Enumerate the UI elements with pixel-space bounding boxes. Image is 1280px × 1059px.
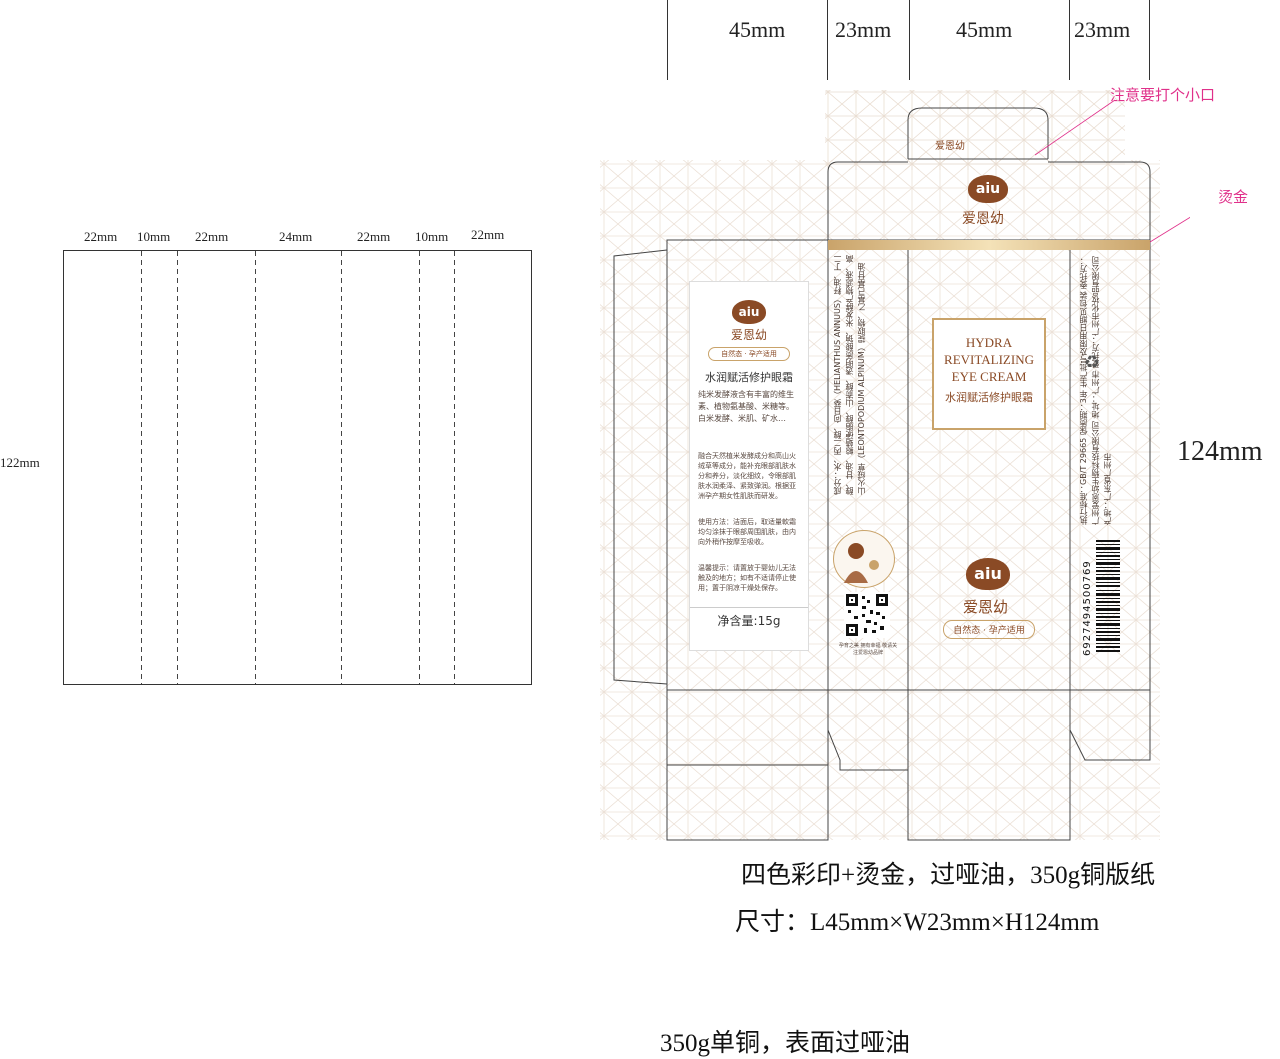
top-dim-2: 23mm xyxy=(835,17,892,42)
top-dim-1: 45mm xyxy=(729,17,786,42)
left-dieline-outline xyxy=(63,250,532,685)
left-dim-3: 22mm xyxy=(195,229,229,244)
top-dim-3: 45mm xyxy=(956,17,1013,42)
side-slogan: 自然态 · 孕产适用 xyxy=(708,347,790,361)
front-title-cn: 水润赋活修护眼霜 xyxy=(945,391,1033,404)
front-logo: aiu xyxy=(966,558,1010,590)
note-hot-stamp: 烫金 xyxy=(1218,188,1249,206)
side-logo: aiu xyxy=(732,300,766,324)
qr-caption: 孕育之美 拥有幸福 敬请关注爱恩幼品牌 xyxy=(838,643,898,656)
left-dim-6: 10mm xyxy=(415,229,449,244)
left-dim-7: 22mm xyxy=(471,227,505,242)
side-info-card: aiu 爱恩幼 自然态 · 孕产适用 水润赋活修护眼霜 纯米发酵液含有丰富的维生… xyxy=(689,281,809,651)
recycle-icon: ♻ xyxy=(1084,352,1101,373)
lid-logo: aiu xyxy=(968,175,1008,203)
ingredients-text: 成分：水、丙二醇、向日葵（HELIANTHUS ANNUUS）籽油、丁二醇、甘油… xyxy=(833,255,866,495)
barcode-digits: 6927494500769 xyxy=(1082,560,1093,656)
side-features: 纯米发酵液含有丰富的维生素、植物氨基酸、米糖等。白米发酵、米肌、矿水… xyxy=(698,390,794,423)
size-spec-caption: 尺寸：L45mm×W23mm×H124mm xyxy=(735,909,1100,936)
left-dim-4: 24mm xyxy=(279,229,313,244)
top-dimension-lines xyxy=(667,0,1150,80)
side-description: 融合天然植米发酵成分和高山火绒草等成分，能补充眼部肌肤水分和养分，淡化细纹，令眼… xyxy=(698,452,796,500)
qr-code-icon xyxy=(844,592,890,638)
side-net-content: 净含量:15g xyxy=(690,607,808,629)
front-title-en-3: EYE CREAM xyxy=(951,369,1027,384)
left-height-dim: 122mm xyxy=(0,455,40,470)
left-dim-5: 22mm xyxy=(357,229,391,244)
right-height-dim: 124mm xyxy=(1177,436,1263,467)
info-panel-text: 执行标准：GB/T 29665 保质期：3年 生产批号及限用日期见包装 委托方：… xyxy=(1079,255,1112,525)
side-product-name: 水润赋活修护眼霜 xyxy=(705,371,793,384)
front-title-en-2: REVITALIZING xyxy=(944,352,1034,367)
print-spec-caption: 四色彩印+烫金，过哑油，350g铜版纸 xyxy=(741,862,1156,889)
side-brand-name: 爱恩幼 xyxy=(730,328,767,342)
side-warning: 温馨提示：请置放于婴幼儿无法触及的地方；如有不适请停止使用；置于阴凉干燥处保存。 xyxy=(698,564,796,592)
barcode-icon xyxy=(1096,540,1120,652)
side-usage: 使用方法：洁面后，取适量軟霜均匀涂抹于眼部周围肌肤，由内向外稍作按摩至吸收。 xyxy=(698,518,796,546)
paper-spec-caption: 350g单铜，表面过哑油 xyxy=(660,1030,911,1057)
mother-illustration-icon xyxy=(833,530,895,588)
lid-brand-name: 爱恩幼 xyxy=(962,211,1004,227)
left-dim-1: 22mm xyxy=(84,229,118,244)
top-dim-4: 23mm xyxy=(1074,17,1131,42)
note-small-hole: 注意要打个小口 xyxy=(1110,86,1216,104)
left-dim-2: 10mm xyxy=(137,229,171,244)
front-brand-name: 爱恩幼 xyxy=(963,598,1009,616)
front-slogan: 自然态 · 孕产适用 xyxy=(943,620,1035,639)
front-title-en-1: HYDRA xyxy=(965,335,1013,350)
top-tuck-brand: 爱恩幼 xyxy=(935,141,965,152)
front-title-box: HYDRA REVITALIZING EYE CREAM 水润赋活修护眼霜 xyxy=(932,318,1046,430)
